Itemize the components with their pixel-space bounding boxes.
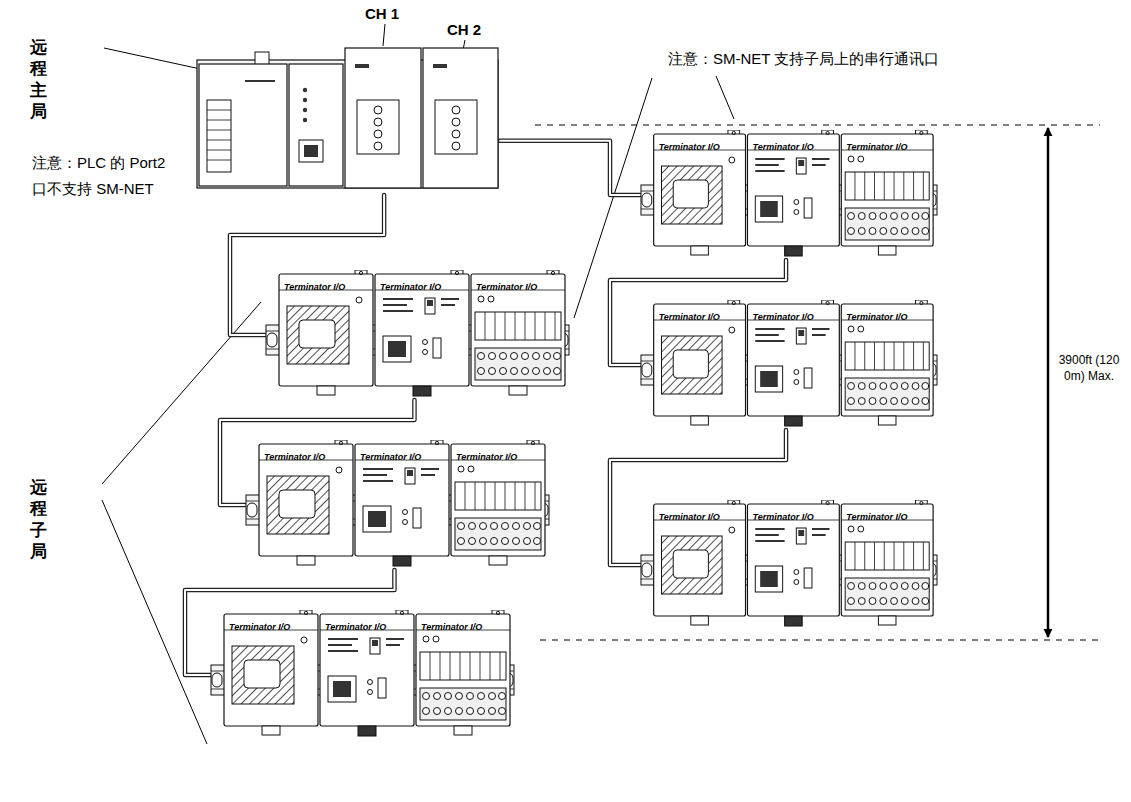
channel-label-holder: CH 2 <box>447 21 481 39</box>
dimension <box>535 125 1100 640</box>
remote-station: Terminator I/O Terminator I/O Terminator I… <box>640 500 938 630</box>
module-brand-holder: Terminator I/O <box>846 136 907 154</box>
module-brand-holder: Terminator I/O <box>659 506 720 524</box>
module-brand-holder: Terminator I/O <box>456 446 517 464</box>
slave-label: 远程子局 <box>30 477 47 562</box>
dimension-arrow <box>1047 345 1050 425</box>
plc-drawing <box>195 40 500 195</box>
module-brand: Terminator I/O <box>421 623 482 633</box>
leader-line <box>716 76 734 119</box>
leader-line <box>383 24 385 46</box>
remote-station: Terminator I/O Terminator I/O Terminator I… <box>265 270 570 400</box>
module-brand-holder: Terminator I/O <box>846 506 907 524</box>
remote-station: Terminator I/O Terminator I/O Terminator I… <box>640 130 938 260</box>
master-label: 远程主局 <box>30 37 47 122</box>
dashed-extent-line <box>535 125 1100 126</box>
module-brand: Terminator I/O <box>659 513 720 523</box>
module-brand: Terminator I/O <box>456 453 517 463</box>
cable-core <box>500 141 640 195</box>
module-brand-holder: Terminator I/O <box>752 506 813 524</box>
module-brand-holder: Terminator I/O <box>360 446 421 464</box>
module-brand: Terminator I/O <box>264 453 325 463</box>
remote-station: Terminator I/O Terminator I/O Terminator I… <box>245 440 550 570</box>
module-brand: Terminator I/O <box>360 453 421 463</box>
module-brand: Terminator I/O <box>476 283 537 293</box>
module-brand: Terminator I/O <box>846 513 907 523</box>
module-brand-holder: Terminator I/O <box>659 306 720 324</box>
remote-station: Terminator I/O Terminator I/O Terminator I… <box>640 300 938 430</box>
module-brand: Terminator I/O <box>752 513 813 523</box>
module-brand-holder: Terminator I/O <box>846 306 907 324</box>
module-brand-holder: Terminator I/O <box>284 276 345 294</box>
leader-lines <box>102 24 734 744</box>
leader-line <box>102 302 261 484</box>
module-brand: Terminator I/O <box>659 313 720 323</box>
module-brand: Terminator I/O <box>325 623 386 633</box>
module-brand: Terminator I/O <box>380 283 441 293</box>
module-brand: Terminator I/O <box>752 313 813 323</box>
dimension-arrow <box>1047 425 1050 637</box>
leader-line <box>102 500 207 744</box>
module-brand: Terminator I/O <box>659 143 720 153</box>
module-brand: Terminator I/O <box>229 623 290 633</box>
module-brand-holder: Terminator I/O <box>752 306 813 324</box>
module-brand-holder: Terminator I/O <box>380 276 441 294</box>
module-brand-holder: Terminator I/O <box>659 136 720 154</box>
leader-line <box>104 48 205 70</box>
module-brand-holder: Terminator I/O <box>229 616 290 634</box>
dimension-label: 3900ft (1200m) Max. <box>1058 352 1120 384</box>
module-brand-holder: Terminator I/O <box>264 446 325 464</box>
channel-label: CH 1 <box>365 6 399 23</box>
dimension-arrow <box>1047 128 1050 345</box>
module-brand: Terminator I/O <box>752 143 813 153</box>
module-brand-holder: Terminator I/O <box>476 276 537 294</box>
module-brand: Terminator I/O <box>846 313 907 323</box>
note: 注意：SM-NET 支持子局上的串行通讯口 <box>668 50 939 69</box>
remote-station: Terminator I/O Terminator I/O Terminator I… <box>210 610 515 740</box>
cable <box>500 141 640 195</box>
module-brand: Terminator I/O <box>846 143 907 153</box>
module-brand: Terminator I/O <box>284 283 345 293</box>
plc-rack: CH 1CH 2 <box>195 40 500 195</box>
channel-label: CH 2 <box>447 22 481 39</box>
module-brand-holder: Terminator I/O <box>325 616 386 634</box>
channel-label-holder: CH 1 <box>365 5 399 23</box>
note: 注意：PLC 的 Port2 口不支持 SM-NET <box>32 150 178 203</box>
module-brand-holder: Terminator I/O <box>752 136 813 154</box>
module-brand-holder: Terminator I/O <box>421 616 482 634</box>
dashed-extent-line <box>540 640 1100 641</box>
